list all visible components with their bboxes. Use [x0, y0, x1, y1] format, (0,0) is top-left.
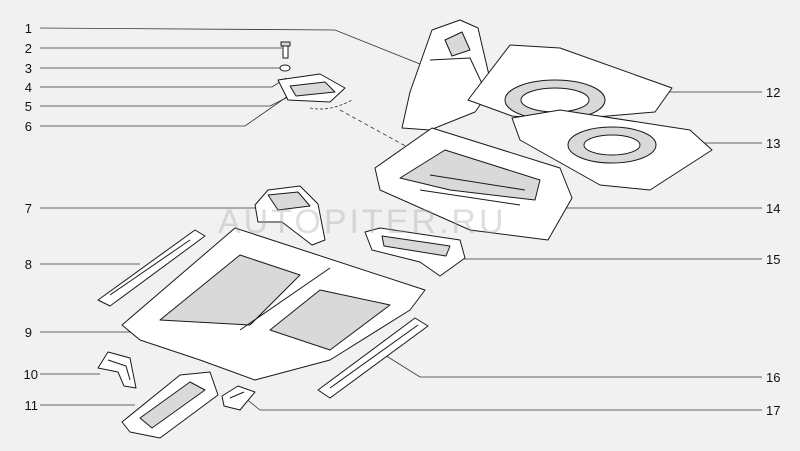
callout-3: 3 [24, 61, 32, 76]
part-11-tunnel [121, 371, 219, 439]
part-17-cover [221, 385, 256, 411]
part-3-washer [279, 64, 291, 72]
callout-10: 10 [23, 367, 38, 382]
leader-lines [39, 27, 762, 411]
callout-6: 6 [24, 119, 32, 134]
callout-8: 8 [24, 257, 32, 272]
part-16-side-sill [317, 317, 429, 399]
leader-line-1 [39, 27, 426, 67]
leader-line-6 [40, 95, 289, 127]
part-2-bolt [280, 41, 291, 59]
callout-16: 16 [766, 370, 781, 385]
callout-7: 7 [24, 201, 32, 216]
leader-line-5 [40, 95, 291, 107]
callout-9: 9 [24, 325, 32, 340]
part-1-tower [401, 19, 493, 131]
callout-14: 14 [766, 201, 781, 216]
parts [97, 19, 713, 439]
part-4-5-bracket [277, 73, 346, 103]
part-14-crossmember [374, 127, 573, 241]
leader-dash-6 [309, 99, 353, 110]
callout-15: 15 [766, 252, 781, 267]
bolt-axis-dash [339, 109, 441, 166]
callout-13: 13 [766, 136, 781, 151]
part-15-rear-crossmember [364, 227, 466, 277]
callout-4: 4 [24, 80, 32, 95]
callout-5: 5 [24, 99, 32, 114]
callout-1: 1 [24, 21, 32, 36]
callout-12: 12 [766, 85, 781, 100]
part-9-main-floor [121, 227, 426, 381]
part-13-rear-floor [511, 109, 713, 191]
part-12-rear-floor [467, 44, 673, 121]
callout-2: 2 [24, 41, 32, 56]
leader-line-16 [379, 351, 762, 378]
part-8-sill [97, 229, 206, 307]
callout-17: 17 [766, 403, 781, 418]
leader-line-4 [40, 77, 287, 88]
part-10-bracket [97, 351, 137, 389]
part-7-front-crossmember [254, 185, 326, 246]
callout-11: 11 [24, 398, 39, 413]
leader-line-17 [244, 397, 762, 411]
